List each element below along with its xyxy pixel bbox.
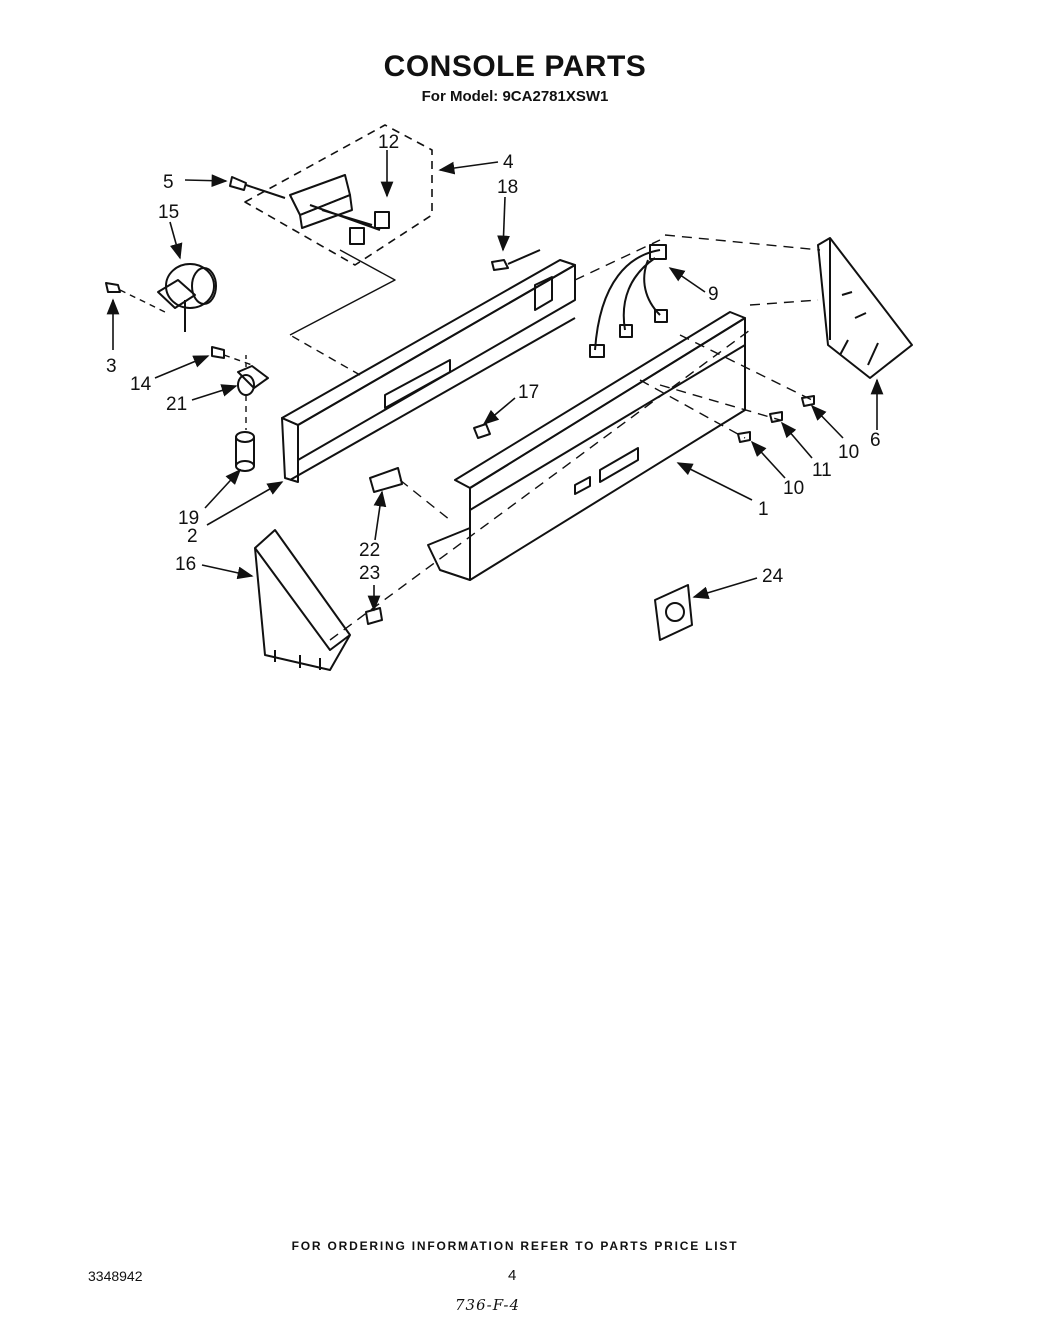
control-bracket-part-2: [281, 249, 576, 483]
console-panel-part-1: [427, 311, 746, 581]
switch-assembly: [244, 124, 433, 266]
left-end-cap-part-16: [254, 529, 351, 671]
callout-17: 17: [518, 382, 539, 403]
callout-16: 16: [175, 554, 196, 575]
callout-2: 2: [187, 526, 198, 547]
callout-1: 1: [758, 499, 769, 520]
page-number: 4: [508, 1267, 517, 1284]
callout-5: 5: [163, 172, 174, 193]
screw-part-18: [491, 249, 541, 271]
callout-labels: 12 4 5 15 18 9 3 14 21 17 10 6 11 10 1 1…: [106, 132, 881, 587]
callout-9: 9: [708, 284, 719, 305]
callout-10a: 10: [838, 442, 859, 463]
callout-18: 18: [497, 177, 518, 198]
harness-part-9: [589, 244, 668, 358]
knob-plate-part-24: [654, 584, 693, 641]
callout-12: 12: [378, 132, 399, 153]
callout-14: 14: [130, 374, 152, 395]
ordering-note: FOR ORDERING INFORMATION REFER TO PARTS …: [291, 1239, 739, 1253]
callout-19: 19: [178, 508, 199, 529]
screw-part-14: [211, 346, 253, 366]
callout-23: 23: [359, 563, 380, 584]
callout-6: 6: [870, 430, 881, 451]
document-number: 3348942: [88, 1268, 143, 1284]
right-end-cap-part-6: [817, 237, 913, 379]
part-23: [365, 607, 383, 625]
part-17: [473, 423, 491, 439]
timer-part-15: [157, 263, 217, 332]
part-22: [369, 467, 403, 493]
callout-22: 22: [359, 540, 380, 561]
screw-part-10b: [737, 431, 751, 443]
callout-11: 11: [812, 460, 832, 481]
screw-part-11: [769, 411, 783, 423]
callout-10b: 10: [783, 478, 804, 499]
callout-24: 24: [762, 566, 784, 587]
handwritten-code: 736-F-4: [455, 1296, 521, 1314]
callout-3: 3: [106, 356, 117, 377]
callout-4: 4: [503, 152, 514, 173]
screw-part-5: [229, 176, 286, 199]
callout-21: 21: [166, 394, 187, 415]
leader-lines: [106, 150, 884, 612]
model-subtitle: For Model: 9CA2781XSW1: [421, 88, 609, 105]
knob-part-19: [235, 431, 255, 472]
clip-part-21: [237, 355, 269, 430]
callout-15: 15: [158, 202, 179, 223]
screw-part-3: [105, 282, 166, 313]
screw-part-10a: [801, 395, 815, 407]
page-title: CONSOLE PARTS: [383, 50, 647, 83]
